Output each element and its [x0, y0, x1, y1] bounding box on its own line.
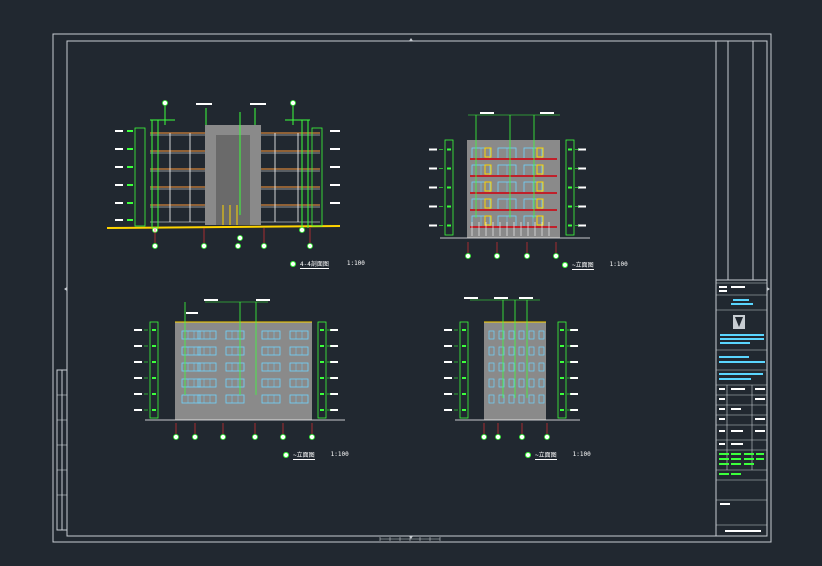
view-title: ~立面图 [293, 451, 315, 460]
view-marker-icon [283, 451, 289, 458]
frame-center-marks [64, 38, 770, 539]
section-left-dimension [127, 127, 146, 227]
view-label-elevation-b: ~立面图 1:100 [562, 260, 628, 270]
view-title: ~立面图 [572, 261, 594, 270]
view-scale: 1:100 [346, 260, 365, 267]
section-view-4-4[interactable] [106, 100, 341, 249]
sheet-frame [52, 33, 772, 543]
elevation-view-bottom-right[interactable] [455, 321, 580, 421]
view-marker-icon [562, 261, 568, 268]
view-label-elevation-c: ~立面图 1:100 [283, 450, 349, 460]
view-title: 4-4剖面图 [300, 260, 329, 269]
view-scale: 1:100 [609, 261, 628, 268]
view-marker-icon [525, 451, 531, 458]
view-title: ~立面图 [535, 451, 557, 460]
section-right-dimension [311, 127, 323, 227]
view-label-elevation-d: ~立面图 1:100 [525, 450, 591, 460]
generated-detail-layer [134, 112, 586, 440]
left-revision-strip [57, 394, 67, 496]
view-marker-icon [290, 260, 296, 267]
title-block [716, 282, 767, 532]
bottom-scale-ruler [379, 537, 441, 541]
view-scale: 1:100 [572, 451, 591, 458]
section-axis-bubbles [152, 100, 313, 249]
view-label-section: 4-4剖面图 1:100 [290, 259, 365, 269]
view-scale: 1:100 [330, 451, 349, 458]
elevation-view-top-right[interactable] [440, 140, 590, 239]
elevation-view-bottom-left[interactable] [145, 321, 345, 421]
